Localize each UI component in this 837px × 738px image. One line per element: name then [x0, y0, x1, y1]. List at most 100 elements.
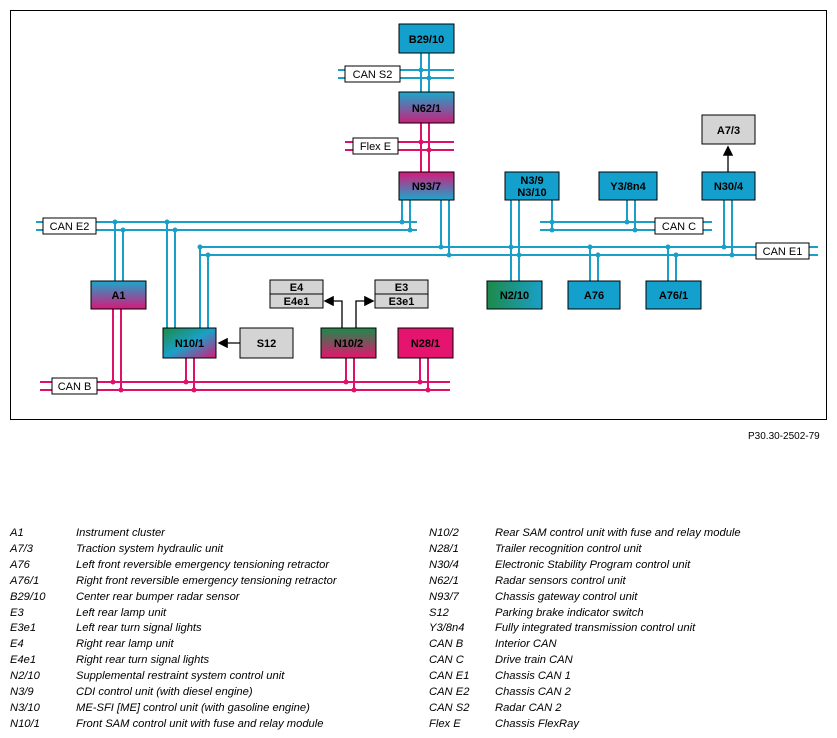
legend-code: N10/2	[429, 527, 459, 539]
node-n28-1: N28/1	[397, 327, 454, 359]
legend-row: CAN S2 Radar CAN 2	[429, 701, 741, 717]
legend-row: E4 Right rear lamp unit	[10, 637, 337, 653]
legend-description: Fully integrated transmission control un…	[495, 622, 696, 635]
legend-description: Center rear bumper radar sensor	[76, 590, 240, 603]
can-e1-label: CAN E1	[755, 242, 810, 260]
legend-row: N93/7 Chassis gateway control unit	[429, 590, 741, 606]
legend-code: N3/9	[10, 686, 34, 699]
node-n2-10: N2/10	[486, 280, 543, 310]
legend-row: Y3/8n4 Fully integrated transmission cont…	[429, 621, 741, 637]
legend-description: Supplemental restraint system control un…	[76, 670, 285, 683]
legend-code: B29/10	[10, 590, 46, 603]
legend-description: Right rear lamp unit	[76, 638, 174, 651]
legend-code: E3e1	[10, 622, 37, 635]
node-n10-1: N10/1	[162, 327, 217, 359]
node-n62-1: N62/1	[398, 91, 455, 124]
legend-code: CAN E2	[429, 686, 470, 699]
legend-code: CAN S2	[429, 701, 470, 714]
svg-text:Flex E: Flex E	[360, 141, 391, 153]
legend-description: Traction system hydraulic unit	[76, 542, 224, 555]
legend-description: Front SAM control unit with fuse and rel…	[76, 717, 324, 730]
network-topology-diagram: CAN S2 Flex E CAN E2 CAN C CAN E1 CAN B …	[10, 10, 827, 420]
legend-description: Chassis CAN 2	[495, 686, 571, 699]
n10-2-to-e3-arrow	[355, 295, 375, 328]
n10-2-to-e4-arrow	[323, 295, 343, 328]
legend-description: Chassis FlexRay	[495, 717, 579, 730]
legend-code: N93/7	[429, 590, 459, 603]
legend-code: N28/1	[429, 542, 459, 555]
legend-description: Rear SAM control unit with fuse and rela…	[495, 527, 741, 539]
svg-text:A7/3: A7/3	[717, 125, 740, 137]
legend-code: N2/10	[10, 670, 40, 683]
legend-description: Electronic Stability Program control uni…	[495, 558, 691, 571]
flex-e-label: Flex E	[352, 137, 399, 155]
node-n30-4: N30/4	[701, 171, 756, 201]
legend-code: A7/3	[10, 542, 34, 555]
node-e4-e4e1: E4 E4e1	[269, 279, 324, 309]
svg-text:Y3/8n4: Y3/8n4	[610, 181, 646, 193]
legend-code: E4	[10, 638, 24, 651]
svg-text:E4e1: E4e1	[284, 296, 310, 308]
can-s2-label: CAN S2	[344, 65, 401, 83]
svg-text:N3/9: N3/9	[520, 175, 543, 187]
svg-text:CAN S2: CAN S2	[353, 69, 393, 81]
legend-code: A76/1	[10, 574, 40, 587]
legend-description: Trailer recognition control unit	[495, 542, 642, 555]
legend-description: Left rear lamp unit	[76, 606, 167, 619]
can-b-label: CAN B	[51, 377, 98, 395]
node-s12: S12	[239, 327, 294, 359]
legend-code: S12	[429, 606, 449, 619]
legend-row: N10/1 Front SAM control unit with fuse an…	[10, 717, 337, 733]
legend-row: N10/2 Rear SAM control unit with fuse and…	[429, 526, 741, 542]
legend-right-column: N10/2 Rear SAM control unit with fuse and…	[429, 526, 741, 733]
svg-text:N2/10: N2/10	[500, 290, 529, 302]
legend-row: CAN E1 Chassis CAN 1	[429, 669, 741, 685]
node-n93-7: N93/7	[398, 171, 455, 201]
legend-code: N3/10	[10, 701, 40, 714]
legend-code: N10/1	[10, 717, 40, 730]
can-c-label: CAN C	[654, 217, 704, 235]
node-a76-1: A76/1	[645, 280, 702, 310]
svg-text:N3/10: N3/10	[517, 187, 546, 199]
svg-text:A76: A76	[584, 290, 604, 302]
figure-reference-code: P30.30-2502-79	[748, 431, 820, 442]
legend-row: N28/1 Trailer recognition control unit	[429, 542, 741, 558]
legend-description: Chassis CAN 1	[495, 670, 571, 683]
legend-row: N30/4 Electronic Stability Program contro…	[429, 558, 741, 574]
node-a76: A76	[567, 280, 621, 310]
legend-row: B29/10 Center rear bumper radar sensor	[10, 590, 337, 606]
svg-text:CAN E2: CAN E2	[50, 221, 90, 233]
legend-code: E4e1	[10, 654, 37, 667]
legend-row: A7/3 Traction system hydraulic unit	[10, 542, 337, 558]
node-y3-8n4: Y3/8n4	[598, 171, 658, 201]
svg-text:A76/1: A76/1	[659, 290, 688, 302]
legend-code: E3	[10, 606, 24, 619]
legend-code: N30/4	[429, 558, 459, 571]
legend-row: E3 Left rear lamp unit	[10, 606, 337, 622]
svg-text:N10/1: N10/1	[175, 338, 204, 350]
node-a1: A1	[90, 280, 147, 310]
legend-code: A1	[10, 527, 24, 539]
node-a7-3: A7/3	[701, 114, 756, 145]
svg-text:N28/1: N28/1	[411, 338, 440, 350]
svg-text:CAN E1: CAN E1	[763, 246, 803, 258]
svg-text:N62/1: N62/1	[412, 103, 441, 115]
svg-text:E3e1: E3e1	[389, 296, 415, 308]
legend-description: Right rear turn signal lights	[76, 654, 210, 667]
node-e3-e3e1: E3 E3e1	[374, 279, 429, 309]
legend-code: Y3/8n4	[429, 622, 465, 635]
legend-description: Chassis gateway control unit	[495, 590, 638, 603]
legend-description: Radar CAN 2	[495, 701, 562, 714]
legend-code: CAN E1	[429, 670, 470, 683]
can-e2-label: CAN E2	[42, 217, 97, 235]
can-e2-bus	[36, 200, 417, 328]
